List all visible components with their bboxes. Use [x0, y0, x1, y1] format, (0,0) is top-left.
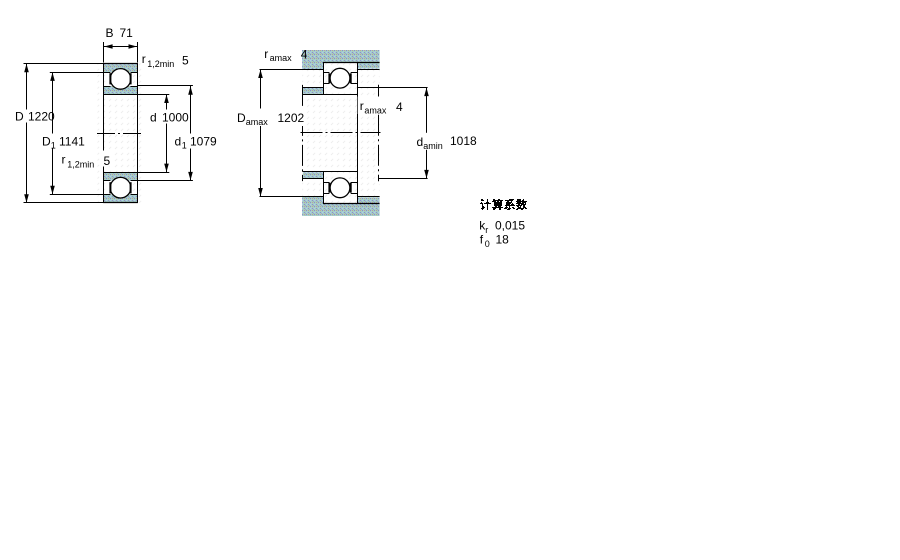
svg-text:D: D — [15, 110, 24, 124]
svg-text:4: 4 — [396, 100, 403, 114]
svg-text:1079: 1079 — [190, 135, 217, 149]
svg-text:B: B — [106, 26, 114, 40]
svg-text:f: f — [480, 232, 484, 246]
svg-text:71: 71 — [120, 26, 134, 40]
svg-text:d: d — [417, 135, 424, 149]
svg-text:1141: 1141 — [59, 135, 85, 149]
svg-text:D: D — [237, 111, 246, 125]
svg-text:1000: 1000 — [162, 111, 189, 125]
svg-text:0: 0 — [485, 239, 490, 249]
svg-text:d: d — [175, 135, 182, 149]
svg-text:r: r — [142, 52, 146, 66]
svg-text:0,015: 0,015 — [495, 219, 525, 233]
svg-text:1018: 1018 — [450, 134, 477, 148]
svg-text:1: 1 — [51, 141, 56, 151]
svg-text:1,2min: 1,2min — [147, 59, 174, 69]
svg-text:5: 5 — [182, 54, 189, 68]
svg-text:D: D — [42, 135, 51, 149]
svg-text:amax: amax — [246, 117, 269, 127]
svg-text:1: 1 — [182, 141, 187, 151]
svg-text:r: r — [485, 225, 488, 235]
svg-text:r: r — [62, 153, 66, 167]
svg-text:d: d — [150, 111, 157, 125]
svg-text:4: 4 — [301, 48, 308, 62]
svg-text:k: k — [479, 218, 486, 232]
svg-text:amax: amax — [270, 53, 293, 63]
svg-text:r: r — [264, 47, 268, 61]
svg-text:amax: amax — [364, 105, 387, 115]
svg-text:1220: 1220 — [28, 110, 55, 124]
svg-text:1202: 1202 — [278, 111, 305, 125]
svg-text:18: 18 — [496, 233, 510, 247]
svg-text:5: 5 — [104, 154, 111, 168]
svg-text:r: r — [360, 99, 364, 113]
svg-text:1,2min: 1,2min — [67, 159, 94, 169]
svg-text:amin: amin — [423, 141, 443, 151]
